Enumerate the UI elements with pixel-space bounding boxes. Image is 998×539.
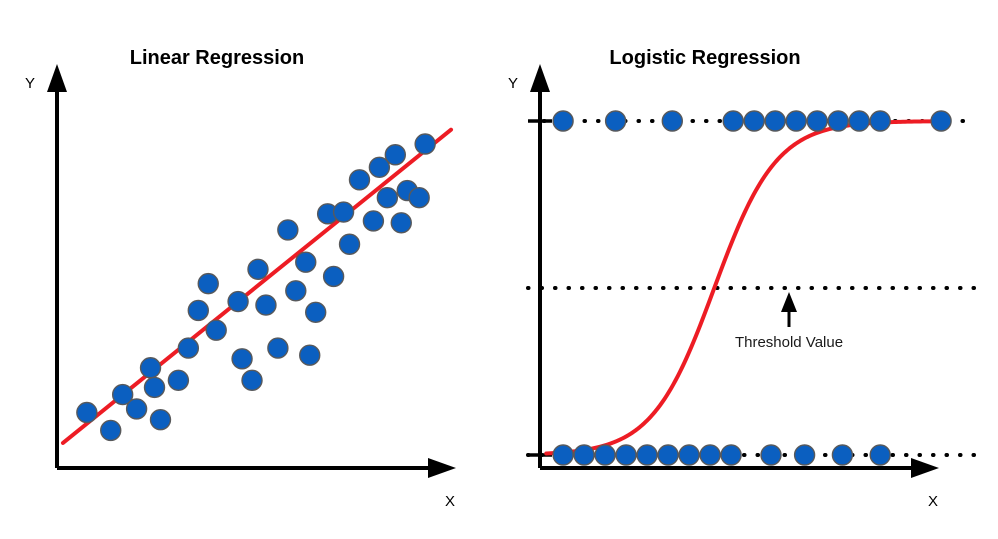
- scatter-point: [295, 251, 317, 273]
- linear-scatter-points: [76, 133, 436, 442]
- logistic-class-zero-points: [552, 444, 891, 466]
- scatter-point: [167, 369, 190, 391]
- scatter-point: [139, 357, 162, 379]
- scatter-point: [362, 210, 385, 232]
- class-zero-point: [869, 444, 891, 466]
- scatter-point: [187, 299, 209, 322]
- class-zero-point: [760, 444, 782, 466]
- scatter-point: [111, 383, 134, 406]
- class-zero-point: [699, 444, 721, 466]
- class-zero-point: [552, 444, 574, 466]
- class-one-point: [827, 110, 849, 132]
- logistic-y-axis-label: Y: [508, 75, 518, 92]
- scatter-point: [285, 280, 307, 302]
- scatter-point: [322, 265, 345, 288]
- logistic-y-axis-arrowhead: [530, 64, 550, 92]
- class-one-point: [930, 110, 952, 132]
- logistic-class-one-points: [552, 110, 952, 132]
- linear-x-axis-label: X: [445, 493, 455, 510]
- class-zero-point: [573, 444, 595, 466]
- class-zero-point: [657, 444, 679, 466]
- scatter-point: [247, 258, 269, 281]
- linear-y-axis: [47, 64, 67, 468]
- class-zero-point: [594, 444, 616, 466]
- class-zero-point: [636, 444, 658, 466]
- scatter-point: [408, 187, 430, 209]
- class-one-point: [785, 110, 807, 132]
- class-zero-point: [615, 444, 637, 466]
- linear-y-axis-arrowhead: [47, 64, 67, 92]
- linear-regression-title: Linear Regression: [130, 47, 305, 69]
- scatter-point: [231, 348, 253, 370]
- scatter-point: [338, 233, 361, 255]
- scatter-point: [76, 401, 98, 424]
- class-one-point: [869, 110, 891, 132]
- class-one-point: [661, 110, 683, 132]
- linear-x-axis-arrowhead: [428, 458, 456, 478]
- scatter-point: [348, 169, 371, 191]
- scatter-point: [277, 219, 299, 241]
- scatter-point: [332, 201, 355, 223]
- linear-y-axis-label: Y: [25, 75, 35, 92]
- linear-regression-panel: Linear Regression Y X: [25, 47, 456, 510]
- class-zero-point: [678, 444, 700, 466]
- linear-x-axis: [57, 458, 456, 478]
- class-one-point: [604, 110, 627, 132]
- class-zero-point: [831, 444, 854, 466]
- logistic-x-axis-label: X: [928, 493, 938, 510]
- scatter-point: [227, 290, 249, 313]
- class-zero-point: [793, 444, 816, 466]
- scatter-point: [384, 144, 406, 166]
- class-one-point: [764, 110, 786, 132]
- scatter-point: [255, 294, 277, 316]
- class-one-point: [743, 110, 765, 132]
- threshold-arrow-head-icon: [781, 292, 797, 312]
- threshold-value-label: Threshold Value: [735, 334, 843, 351]
- scatter-point: [149, 408, 172, 431]
- class-one-point: [806, 110, 828, 132]
- scatter-point: [368, 156, 391, 178]
- scatter-point: [299, 344, 321, 366]
- scatter-point: [143, 376, 166, 399]
- scatter-point: [100, 419, 122, 442]
- scatter-point: [125, 398, 148, 420]
- class-zero-point: [720, 444, 742, 466]
- scatter-point: [205, 319, 227, 341]
- threshold-annotation-arrow: [781, 292, 797, 327]
- scatter-point: [305, 301, 327, 323]
- logistic-regression-panel: Logistic Regression Y X: [508, 47, 977, 510]
- logistic-x-axis-arrowhead: [911, 458, 939, 478]
- class-one-point: [552, 110, 574, 132]
- scatter-point: [376, 187, 399, 209]
- scatter-point: [267, 337, 289, 359]
- logistic-sigmoid-curve: [544, 119, 950, 456]
- scatter-point: [177, 337, 200, 359]
- logistic-regression-title: Logistic Regression: [609, 47, 800, 69]
- scatter-point: [241, 369, 263, 391]
- logistic-y-axis: [530, 64, 550, 468]
- scatter-point: [390, 212, 412, 234]
- class-one-point: [848, 110, 870, 132]
- scatter-point: [197, 272, 219, 295]
- scatter-point: [414, 133, 436, 155]
- logistic-x-axis: [540, 458, 939, 478]
- class-one-point: [722, 110, 744, 132]
